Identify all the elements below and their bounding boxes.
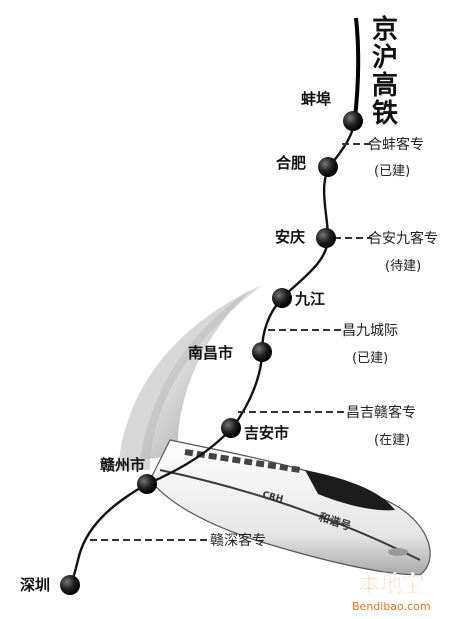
train-illustration: CRH 和谐号 [149, 439, 431, 576]
station-label-bengbu: 蚌埠 [301, 90, 331, 108]
branch-name-chang-ji-gan: 昌吉赣客专 [346, 404, 416, 421]
watermark-logo: 本地宝 [358, 572, 424, 598]
bendibao-watermark: 本地宝 Bendibao.com [352, 572, 431, 613]
title-char-1: 京 [372, 14, 398, 45]
station-dot-jiujiang [272, 288, 292, 308]
title-char-2: 沪 [372, 43, 398, 73]
station-label-ganzhou: 赣州市 [100, 456, 145, 474]
route-title: 京 沪 高 铁 [372, 14, 398, 129]
station-dot-shenzhen [60, 575, 80, 595]
train-motion-swoosh [140, 290, 250, 460]
station-label-anqing: 安庆 [275, 228, 305, 246]
train-stripe [159, 469, 421, 561]
train-logo-text: CRH [261, 490, 284, 505]
station-dot-hefei [318, 157, 338, 177]
train-window-row [184, 449, 301, 473]
main-rail-line [68, 17, 360, 585]
train-windshield [305, 470, 395, 511]
branch-labels: 合蚌客专 (已建) 合安九客专 (待建) 昌九城际 (已建) 昌吉赣客专 (在建… [210, 136, 438, 549]
branch-name-he-beng: 合蚌客专 [368, 136, 424, 153]
branch-status-he-beng: (已建) [374, 164, 410, 179]
station-label-nanchang: 南昌市 [188, 344, 233, 362]
station-label-hefei: 合肥 [275, 154, 306, 172]
train-motion-swoosh-shadow [118, 285, 262, 470]
station-markers [60, 111, 363, 595]
title-char-4: 铁 [372, 98, 398, 129]
station-label-shenzhen: 深圳 [20, 576, 50, 594]
title-rail-accent [353, 17, 361, 119]
branch-name-he-an-jiu: 合安九客专 [368, 230, 438, 247]
title-char-3: 高 [372, 70, 398, 101]
branch-name-gan-shen: 赣深客专 [210, 532, 266, 549]
station-dot-nanchang [252, 342, 272, 362]
station-dot-bengbu [343, 111, 363, 131]
watermark-url: Bendibao.com [352, 600, 431, 613]
station-label-jian: 吉安市 [244, 424, 289, 442]
branch-status-chang-ji-gan: (在建) [374, 433, 410, 448]
branch-connectors [90, 143, 372, 541]
branch-status-chang-jiu: (已建) [352, 351, 388, 366]
station-dot-ganzhou [137, 474, 157, 494]
station-dot-anqing [316, 228, 336, 248]
branch-status-he-an-jiu: (待建) [385, 259, 421, 274]
branch-name-chang-jiu: 昌九城际 [342, 323, 398, 339]
station-dot-jian [221, 418, 241, 438]
station-labels: 蚌埠 合肥 安庆 九江 南昌市 吉安市 赣州市 深圳 [20, 90, 331, 594]
station-label-jiujiang: 九江 [294, 290, 325, 308]
train-headlight [388, 548, 408, 556]
train-body [149, 439, 431, 576]
